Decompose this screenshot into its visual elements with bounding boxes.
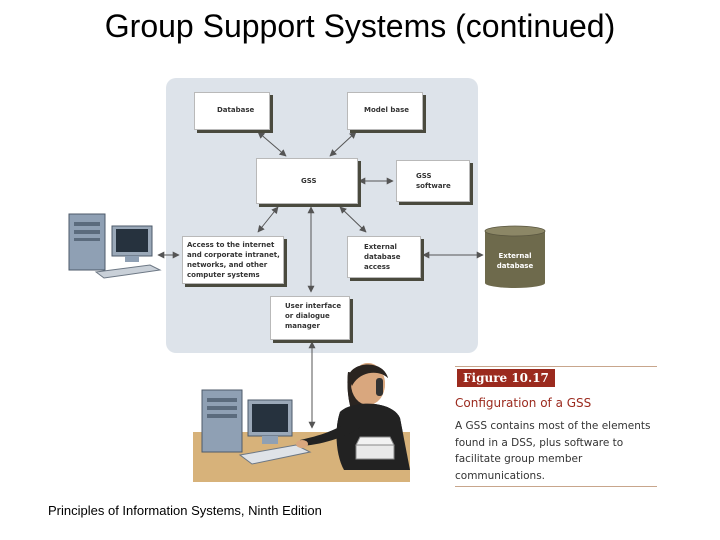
database-box: Database	[194, 92, 270, 130]
computer-user-icon-front	[201, 389, 312, 465]
gss-box: GSS	[256, 158, 358, 204]
caption-divider	[455, 486, 657, 487]
model-base-box: Model base	[347, 92, 423, 130]
arrow-modelbase-gss	[329, 131, 357, 157]
arrow-database-gss	[257, 131, 287, 157]
model-base-label: Model base	[364, 106, 410, 114]
slide-title: Group Support Systems (continued)	[104, 8, 616, 44]
figure-number: Figure 10.17	[457, 369, 555, 387]
network-access-label: Access to the internet and corporate int…	[187, 241, 280, 279]
external-database-access-label: External database access	[364, 243, 401, 271]
gss-software-box: GSS software	[396, 160, 470, 202]
figure-header-bar: Figure 10.17	[455, 366, 657, 389]
gss-label: GSS	[301, 177, 317, 185]
network-access-box: Access to the internet and corporate int…	[182, 236, 284, 284]
external-database-access-box: External database access	[347, 236, 421, 278]
figure-description: A GSS contains most of the elements foun…	[455, 420, 651, 482]
person-on-phone-icon-front	[296, 363, 410, 470]
arrow-gss-access	[257, 206, 279, 233]
figure-title: Configuration of a GSS	[455, 396, 592, 410]
computer-left-icon	[68, 213, 162, 279]
user-interface-box: User interface or dialogue manager	[270, 296, 350, 340]
arrow-gss-externalaccess	[339, 206, 367, 233]
gss-software-label: GSS software	[416, 172, 451, 190]
external-database-cylinder	[484, 225, 546, 288]
database-label: Database	[217, 106, 255, 114]
external-database-label: External database	[496, 252, 534, 270]
user-interface-label: User interface or dialogue manager	[285, 302, 342, 330]
slide-footer: Principles of Information Systems, Ninth…	[48, 503, 322, 518]
